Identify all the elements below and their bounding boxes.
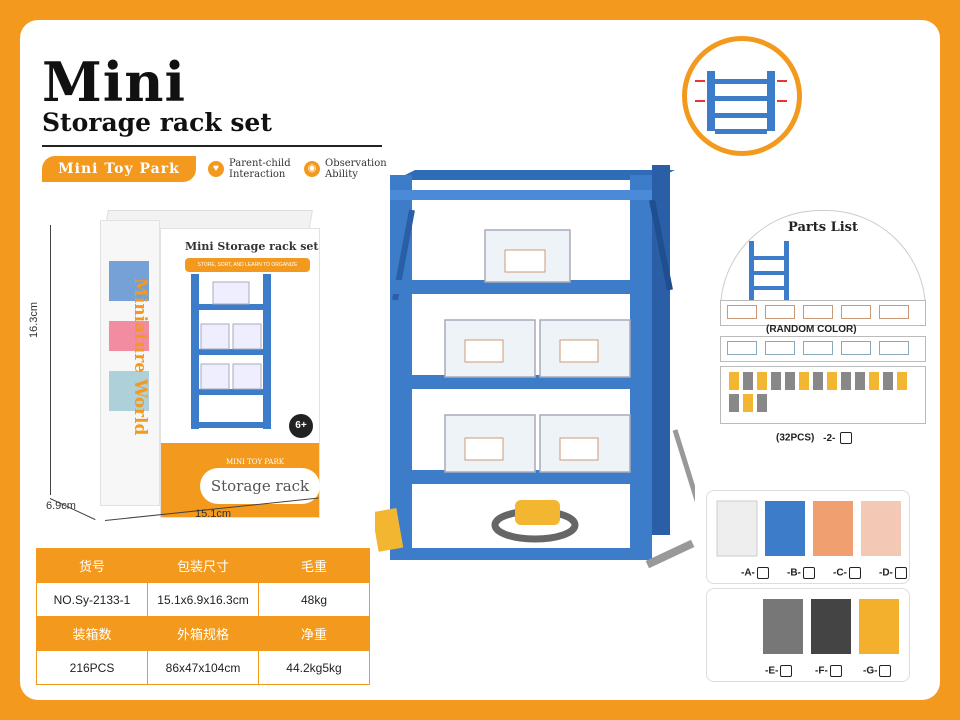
variant-g-checkbox[interactable]: [879, 665, 892, 677]
value-gross-weight: 48kg: [258, 582, 370, 617]
header-net-weight: 净重: [258, 616, 370, 651]
parts-count-text: (32PCS): [776, 432, 815, 444]
value-carton-qty: 216PCS: [36, 650, 148, 685]
variant-b-checkbox[interactable]: [802, 567, 815, 579]
parts-option-checkbox[interactable]: [840, 432, 853, 444]
value-carton-size: 86x47x104cm: [147, 650, 259, 685]
feature-text: Observation Ability: [325, 158, 387, 180]
value-net-weight: 44.2kg5kg: [258, 650, 370, 685]
header-carton-qty: 装箱数: [36, 616, 148, 651]
depth-dim: 6.9cm: [46, 500, 76, 512]
variant-a-checkbox[interactable]: [756, 567, 769, 579]
variant-d-checkbox[interactable]: [894, 567, 907, 579]
box-vertical-text: Miniature World: [130, 278, 150, 436]
header-carton-size: 外箱规格: [147, 616, 259, 651]
variants-group-2: -E- -F- -G-: [706, 588, 910, 682]
box-side: [100, 220, 160, 506]
parts-rack-icon: [749, 241, 789, 301]
box-banner: STORE, SORT, AND LEARN TO ORGANIZE: [185, 258, 310, 272]
variant-b-label: -B-: [787, 567, 815, 579]
header-package-size: 包装尺寸: [147, 548, 259, 583]
age-badge: 6+: [289, 414, 313, 438]
rack-detail-image: [695, 71, 787, 134]
feature-text: Parent-child Interaction: [229, 158, 291, 180]
feature-observation: ◉ Observation Ability: [304, 158, 395, 180]
variant-f-label: -F-: [815, 665, 842, 677]
value-package-size: 15.1x6.9x16.3cm: [147, 582, 259, 617]
random-color-label: (RANDOM COLOR): [766, 324, 857, 335]
parts-boxes-row: [720, 300, 926, 326]
header-item-no: 货号: [36, 548, 148, 583]
variant-e-checkbox[interactable]: [780, 665, 793, 677]
variant-e-label: -E-: [765, 665, 793, 677]
parts-lids-row: [720, 336, 926, 362]
box-storage-title: Storage rack: [200, 468, 320, 504]
variants-2-image: [763, 599, 899, 654]
box-mini-badge: MINI TOY PARK: [220, 455, 290, 469]
product-panel: Mini Storage rack set Mini Toy Park ♥ Pa…: [20, 20, 940, 700]
variant-f-checkbox[interactable]: [829, 665, 842, 677]
value-item-no: NO.Sy-2133-1: [36, 582, 148, 617]
variants-group-1: -A- -B- -C- -D-: [706, 490, 910, 584]
box-rack-image: [191, 274, 271, 429]
parts-option-label: -2-: [823, 432, 836, 444]
variant-g-label: -G-: [863, 665, 892, 677]
box-front-title: Mini Storage rack set: [185, 240, 319, 253]
variants-1-image: [716, 500, 901, 557]
observation-icon: ◉: [304, 161, 320, 177]
parent-child-icon: ♥: [208, 161, 224, 177]
height-dim-line: [50, 225, 51, 495]
rack-detail-circle: [682, 36, 802, 156]
parts-count: (32PCS) -2-: [776, 432, 853, 444]
variant-c-label: -C-: [833, 567, 861, 579]
variant-a-label: -A-: [741, 567, 769, 579]
subtitle: Storage rack set: [42, 108, 272, 137]
parts-tools-row: [720, 366, 926, 424]
header-gross-weight: 毛重: [258, 548, 370, 583]
park-badge: Mini Toy Park: [42, 156, 196, 182]
rack-image: [375, 165, 695, 569]
spec-table: 货号 包装尺寸 毛重 NO.Sy-2133-1 15.1x6.9x16.3cm …: [36, 548, 370, 685]
title-divider: [42, 145, 382, 147]
parts-title: Parts List: [788, 220, 858, 235]
product-box: 6+ Miniature World Mini Storage rack set…: [100, 210, 320, 520]
variant-c-checkbox[interactable]: [848, 567, 861, 579]
width-dim: 15.1cm: [195, 508, 232, 520]
height-dim: 16.3cm: [28, 301, 40, 338]
title: Mini: [42, 50, 187, 114]
variant-d-label: -D-: [879, 567, 907, 579]
feature-parent-child: ♥ Parent-child Interaction: [208, 158, 299, 180]
